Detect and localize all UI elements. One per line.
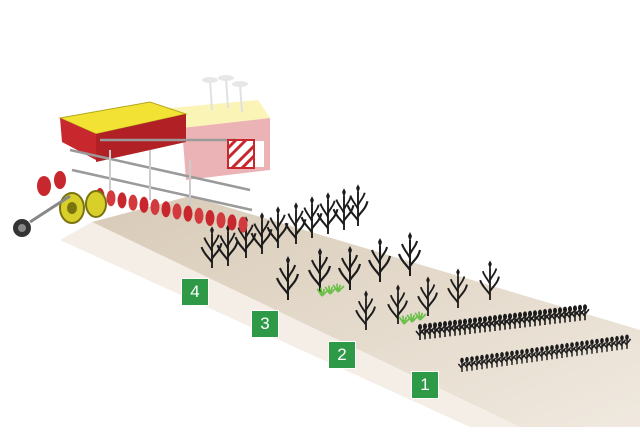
- field-strip-edge: [60, 222, 520, 427]
- coulter-disc: [106, 190, 116, 207]
- coulter-disc: [161, 201, 171, 218]
- maize-plant-icon: [346, 183, 369, 228]
- coulter-disc: [183, 205, 193, 222]
- coulter-disc: [227, 214, 237, 231]
- coulter-disc: [194, 207, 204, 224]
- badge-4: 4: [182, 279, 208, 305]
- seed-drill-machine-icon: [13, 75, 270, 237]
- badge-2: 2: [329, 342, 355, 368]
- badge-3: 3: [252, 311, 278, 337]
- coulter-disc: [238, 216, 248, 233]
- coulter-disc: [139, 196, 149, 213]
- coulter-disc: [117, 192, 127, 209]
- coulter-disc: [172, 203, 182, 220]
- coulter-disc: [150, 199, 160, 215]
- coulter-disc: [205, 210, 215, 226]
- coulter-disc: [128, 194, 138, 211]
- coulter-disc: [216, 212, 226, 229]
- badge-1: 1: [412, 372, 438, 398]
